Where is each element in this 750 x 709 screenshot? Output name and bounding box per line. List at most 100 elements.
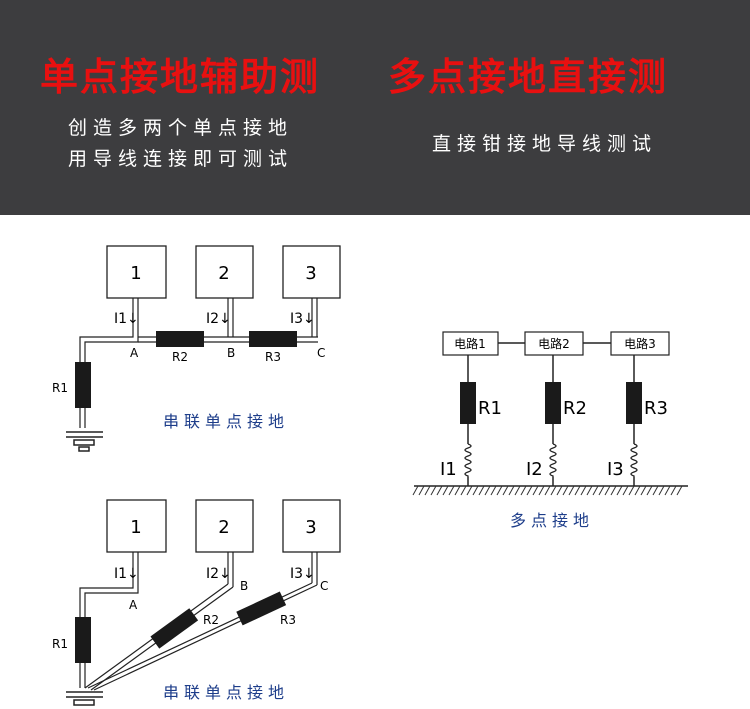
hatch-line — [508, 485, 515, 496]
ground-symbol-top — [66, 431, 103, 452]
earth-hatch — [412, 485, 683, 496]
hatch-line — [484, 485, 491, 496]
circuit-1-box — [442, 331, 499, 356]
resistor-R1 — [75, 617, 91, 663]
hatch-line — [598, 485, 605, 496]
box-2-label: 2 — [218, 263, 229, 284]
label-R2: R2 — [172, 350, 188, 364]
series-diagram-bottom: 1 2 3 I1↓ I2↓ I3↓ A B C R1 R2 — [52, 499, 341, 706]
resistor-R3 — [626, 382, 642, 424]
hatch-line — [568, 485, 575, 496]
desc-left-line2: 用导线连接即可测试 — [68, 148, 294, 170]
hatch-line — [550, 485, 557, 496]
label-R1: R1 — [52, 381, 68, 395]
box-2 — [195, 499, 254, 553]
resistor-R2 — [150, 608, 199, 649]
hatch-line — [502, 485, 509, 496]
current-I3: I3↓ — [290, 566, 315, 582]
resistor-R3 — [236, 591, 287, 626]
resistor-R2 — [156, 331, 204, 347]
hatch-line — [544, 485, 551, 496]
hatch-line — [520, 485, 527, 496]
resistor-R3 — [249, 331, 297, 347]
circuit-2-label: 电路2 — [538, 336, 570, 351]
current-I2: I2↓ — [206, 566, 231, 582]
box-3-label: 3 — [305, 263, 316, 284]
box-2-label: 2 — [218, 517, 229, 538]
hatch-line — [676, 485, 683, 496]
label-R3: R3 — [280, 613, 296, 627]
label-R1: R1 — [478, 398, 502, 419]
hatch-line — [574, 485, 581, 496]
box-3-label: 3 — [305, 517, 316, 538]
hatch-line — [430, 485, 437, 496]
label-I3: I3 — [607, 459, 624, 480]
coil-symbols — [464, 443, 638, 477]
current-I2: I2↓ — [206, 311, 231, 327]
node-B: B — [240, 579, 248, 593]
node-B: B — [227, 346, 235, 360]
node-C: C — [320, 579, 328, 593]
hatch-line — [514, 485, 521, 496]
multi-point-diagram: 电路1 电路2 电路3 R1 R2 R3 I1 I2 I3 — [412, 331, 688, 496]
hatch-line — [628, 485, 635, 496]
series-diagram-top: 1 2 3 I1↓ I2↓ I3↓ A B C R1 R2 — [52, 245, 341, 452]
hatch-line — [592, 485, 599, 496]
resistor-R1 — [75, 362, 91, 408]
box-1 — [106, 499, 167, 553]
hatch-line — [442, 485, 449, 496]
hatch-line — [604, 485, 611, 496]
hatch-line — [454, 485, 461, 496]
hatch-line — [670, 485, 677, 496]
node-A: A — [129, 598, 138, 612]
hatch-line — [538, 485, 545, 496]
box-1-label: 1 — [130, 263, 141, 284]
hatch-line — [616, 485, 623, 496]
hatch-line — [532, 485, 539, 496]
box-1-label: 1 — [130, 517, 141, 538]
box-2 — [195, 245, 254, 299]
circuit-3-label: 电路3 — [624, 336, 656, 351]
hatch-line — [412, 485, 419, 496]
hatch-line — [424, 485, 431, 496]
desc-left-line1: 创造多两个单点接地 — [68, 117, 294, 139]
current-I1: I1↓ — [114, 566, 139, 582]
resistor-R1 — [460, 382, 476, 424]
hatch-line — [664, 485, 671, 496]
hatch-line — [586, 485, 593, 496]
hatch-line — [448, 485, 455, 496]
hatch-line — [418, 485, 425, 496]
label-R2: R2 — [563, 398, 587, 419]
hatch-line — [466, 485, 473, 496]
hatch-line — [460, 485, 467, 496]
label-R2: R2 — [203, 613, 219, 627]
node-A: A — [130, 346, 139, 360]
hatch-line — [472, 485, 479, 496]
caption-series-top: 串联单点接地 — [163, 412, 290, 431]
hatch-line — [436, 485, 443, 496]
hatch-line — [652, 485, 659, 496]
box-3 — [282, 245, 341, 299]
hatch-line — [658, 485, 665, 496]
current-I1: I1↓ — [114, 311, 139, 327]
hatch-line — [634, 485, 641, 496]
label-R3: R3 — [644, 398, 668, 419]
node-C: C — [317, 346, 325, 360]
hatch-line — [580, 485, 587, 496]
caption-series-bottom: 串联单点接地 — [163, 683, 290, 702]
circuit-1-label: 电路1 — [454, 336, 486, 351]
circuit-2-box — [524, 331, 584, 356]
box-1 — [106, 245, 167, 299]
label-R1: R1 — [52, 637, 68, 651]
hatch-line — [490, 485, 497, 496]
hatch-line — [622, 485, 629, 496]
resistor-R2 — [545, 382, 561, 424]
label-I1: I1 — [440, 459, 457, 480]
title-single-point: 单点接地辅助测 — [40, 55, 321, 99]
title-multi-point: 多点接地直接测 — [388, 55, 669, 99]
caption-multi-point: 多点接地 — [510, 511, 595, 530]
label-I2: I2 — [526, 459, 543, 480]
hatch-line — [556, 485, 563, 496]
hatch-line — [496, 485, 503, 496]
hatch-line — [610, 485, 617, 496]
